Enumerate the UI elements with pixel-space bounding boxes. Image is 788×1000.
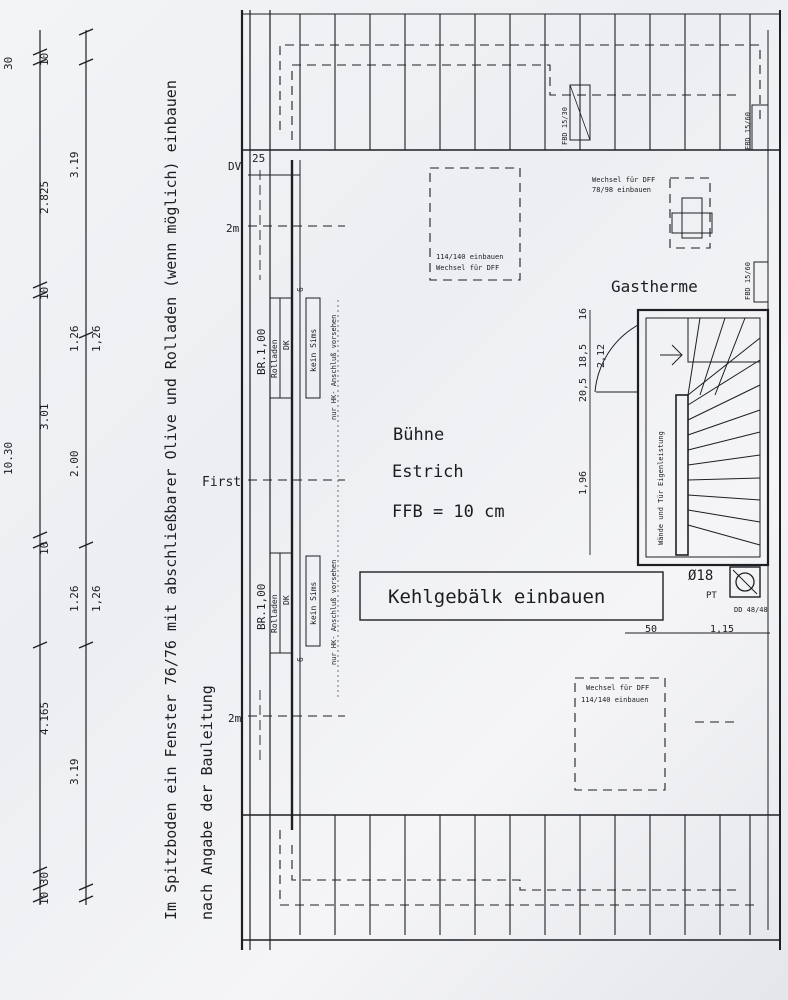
dim-18-5: 18,5 bbox=[578, 344, 589, 368]
dimension-labels: 10.30 3.19 4.165 1.26 2.00 1.26 3.19 3.0… bbox=[2, 53, 103, 905]
dim-row2-c: 3.01 bbox=[38, 404, 51, 431]
dim-row2-d: 10 bbox=[38, 287, 51, 300]
dim-row1-b: 4.165 bbox=[38, 702, 51, 735]
wechsel-top-line2: Wechsel für DFF bbox=[436, 264, 499, 272]
br-label-top: BR.1,00 bbox=[255, 329, 268, 375]
rolladen-label-bottom: Rolladen bbox=[270, 594, 279, 633]
wechsel-bottom-line1: Wechsel für DFF bbox=[586, 684, 649, 692]
note-line-1: Im Spitzboden ein Fenster 76/76 mit absc… bbox=[162, 80, 180, 920]
kein-sims-top: kein Sims bbox=[309, 328, 318, 372]
rafters-top bbox=[242, 13, 780, 150]
window-top bbox=[269, 297, 321, 399]
two-m-label-bottom: 2m bbox=[228, 712, 242, 725]
dim-total: 10.30 bbox=[2, 442, 15, 475]
dim-row2-e: 2.825 bbox=[38, 181, 51, 214]
wechsel-right-line1: Wechsel für DFF bbox=[592, 176, 655, 184]
room-name: Bühne bbox=[393, 425, 444, 445]
room-ffb: FFB = 10 cm bbox=[392, 502, 505, 522]
rafters-bottom bbox=[299, 815, 751, 935]
dim-row2-g: 30 bbox=[2, 57, 15, 70]
room-floor: Estrich bbox=[392, 462, 464, 482]
dim-50: 50 bbox=[645, 624, 657, 635]
dk-label-top: DK bbox=[282, 340, 291, 350]
skylight-inner bbox=[681, 197, 703, 239]
dim-row1-d: 2.00 bbox=[68, 451, 81, 478]
gastherme-label: Gastherme bbox=[611, 277, 698, 296]
dim-row1-a: 3.19 bbox=[68, 759, 81, 786]
first-label: First bbox=[202, 475, 241, 490]
dimension-lines bbox=[32, 28, 94, 905]
flue-shaft bbox=[625, 566, 770, 634]
flue-diameter: Ø18 bbox=[688, 568, 713, 584]
dim-row2-b: 10 bbox=[38, 542, 51, 555]
dim-20-5: 20,5 bbox=[578, 378, 589, 402]
dim-extra-a: 1,26 bbox=[90, 586, 103, 613]
dv-dim: 25 bbox=[252, 152, 265, 165]
stairs-note: Wände und Tür Eigenleistung bbox=[657, 431, 665, 545]
dim-row1-e: 1.26 bbox=[68, 326, 81, 353]
dim-row2-f: 10 bbox=[38, 53, 51, 66]
dim-1-15: 1,15 bbox=[710, 624, 734, 635]
br-label-bottom: BR.1,00 bbox=[255, 584, 268, 630]
window-bottom bbox=[269, 552, 321, 654]
wechsel-right-line2: 78/98 einbauen bbox=[592, 186, 651, 194]
wechsel-bottom-line2: 114/140 einbauen bbox=[581, 696, 648, 704]
kein-sims-bottom: kein Sims bbox=[309, 581, 318, 625]
six-top: 6 bbox=[296, 287, 305, 292]
skylight-top bbox=[429, 167, 521, 281]
staircase bbox=[589, 308, 770, 567]
dim-1-96: 1,96 bbox=[578, 471, 589, 495]
dim-2-12: 2,12 bbox=[596, 344, 607, 368]
dim-16: 16 bbox=[578, 308, 589, 320]
skylight-bottom bbox=[574, 677, 666, 791]
dd-label: DD 48/48 bbox=[734, 606, 768, 614]
beam-note-frame bbox=[359, 571, 664, 621]
fbd-right-2: FBD 15/60 bbox=[744, 262, 752, 300]
hk-note-top: nur HK- Anschluß vorsehen bbox=[330, 315, 338, 420]
wechsel-top-line1: 114/140 einbauen bbox=[436, 253, 503, 261]
fbd-right: FBD 15/60 bbox=[744, 112, 752, 150]
dv-label: DV bbox=[228, 160, 242, 173]
dim-extra-b: 1,26 bbox=[90, 326, 103, 353]
two-m-label-top: 2m bbox=[226, 222, 240, 235]
dim-row1-f: 3.19 bbox=[68, 152, 81, 179]
beam-note: Kehlgebälk einbauen bbox=[388, 586, 605, 608]
pt-label: PT bbox=[706, 591, 717, 601]
dim-row1-c: 1.26 bbox=[68, 586, 81, 613]
height-lines bbox=[248, 170, 345, 760]
note-line-2: nach Angabe der Bauleitung bbox=[198, 685, 216, 920]
dim-row2-a: 10 30 bbox=[38, 872, 51, 905]
six-bottom: 6 bbox=[296, 657, 305, 662]
dk-label-bottom: DK bbox=[282, 595, 291, 605]
rolladen-label-top: Rolladen bbox=[270, 339, 279, 378]
fbd-top: FBD 15/30 bbox=[561, 107, 569, 145]
hk-note-bottom: nur HK- Anschluß vorsehen bbox=[330, 560, 338, 665]
